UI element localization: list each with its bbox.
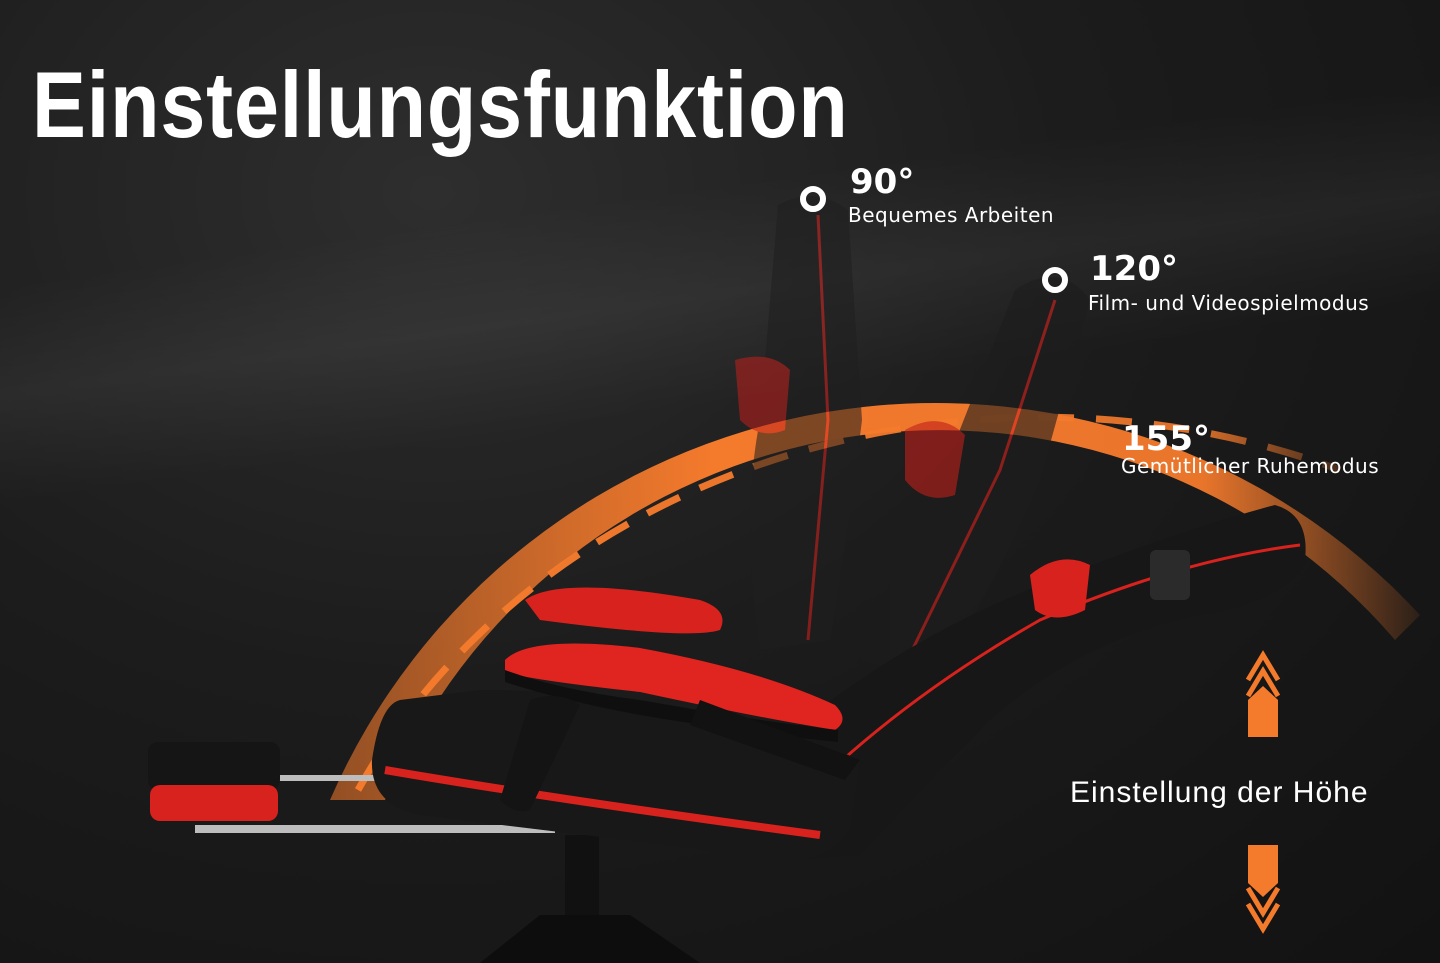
marker-120-icon xyxy=(1042,267,1068,293)
height-up-arrow-icon xyxy=(1245,650,1281,737)
angle-90-label: Bequemes Arbeiten xyxy=(848,203,1055,227)
angle-155-value: 155° xyxy=(1122,419,1210,459)
angle-120-label: Film- und Videospielmodus xyxy=(1088,291,1370,315)
backrest-155 xyxy=(780,505,1306,860)
marker-90-icon xyxy=(800,186,826,212)
height-down-arrow-icon xyxy=(1245,845,1281,934)
chair-base xyxy=(480,835,700,963)
page-title: Einstellungsfunktion xyxy=(32,52,849,157)
height-adjustment-label: Einstellung der Höhe xyxy=(1070,776,1369,809)
angle-155-label: Gemütlicher Ruhemodus xyxy=(1121,454,1380,478)
backrest-90-ghost xyxy=(735,196,862,650)
armrests xyxy=(500,587,860,812)
angle-90-value: 90° xyxy=(850,162,915,202)
angle-arc-band xyxy=(330,402,1420,800)
backrest-120-ghost xyxy=(860,277,1090,680)
angle-120-value: 120° xyxy=(1090,249,1178,289)
